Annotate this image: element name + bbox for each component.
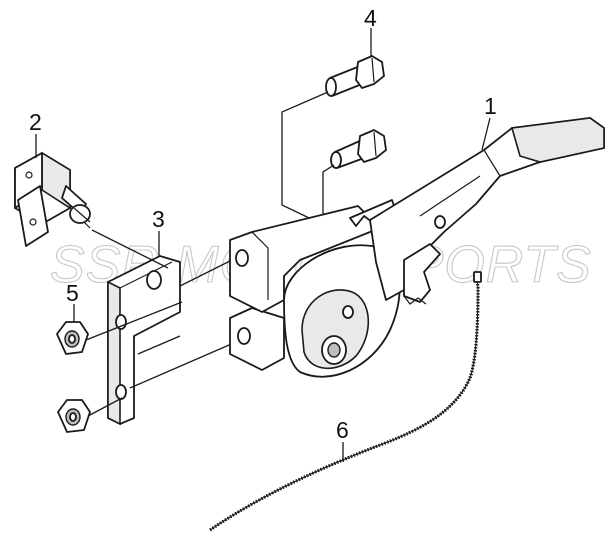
callout-2: 2 bbox=[29, 109, 42, 135]
callout-1: 1 bbox=[484, 93, 497, 119]
nut-upper bbox=[56, 321, 89, 355]
brake-lever-assembly bbox=[229, 117, 605, 378]
bolt-lower bbox=[330, 129, 387, 169]
callout-3: 3 bbox=[152, 206, 165, 232]
nut-lower bbox=[57, 399, 91, 433]
micro-switch bbox=[14, 151, 91, 247]
callout-4: 4 bbox=[364, 5, 377, 31]
mounting-bracket bbox=[107, 255, 181, 426]
bolt-upper bbox=[325, 55, 385, 97]
callout-6: 6 bbox=[336, 417, 349, 443]
callout-5: 5 bbox=[66, 280, 79, 306]
brake-cable bbox=[209, 271, 482, 532]
